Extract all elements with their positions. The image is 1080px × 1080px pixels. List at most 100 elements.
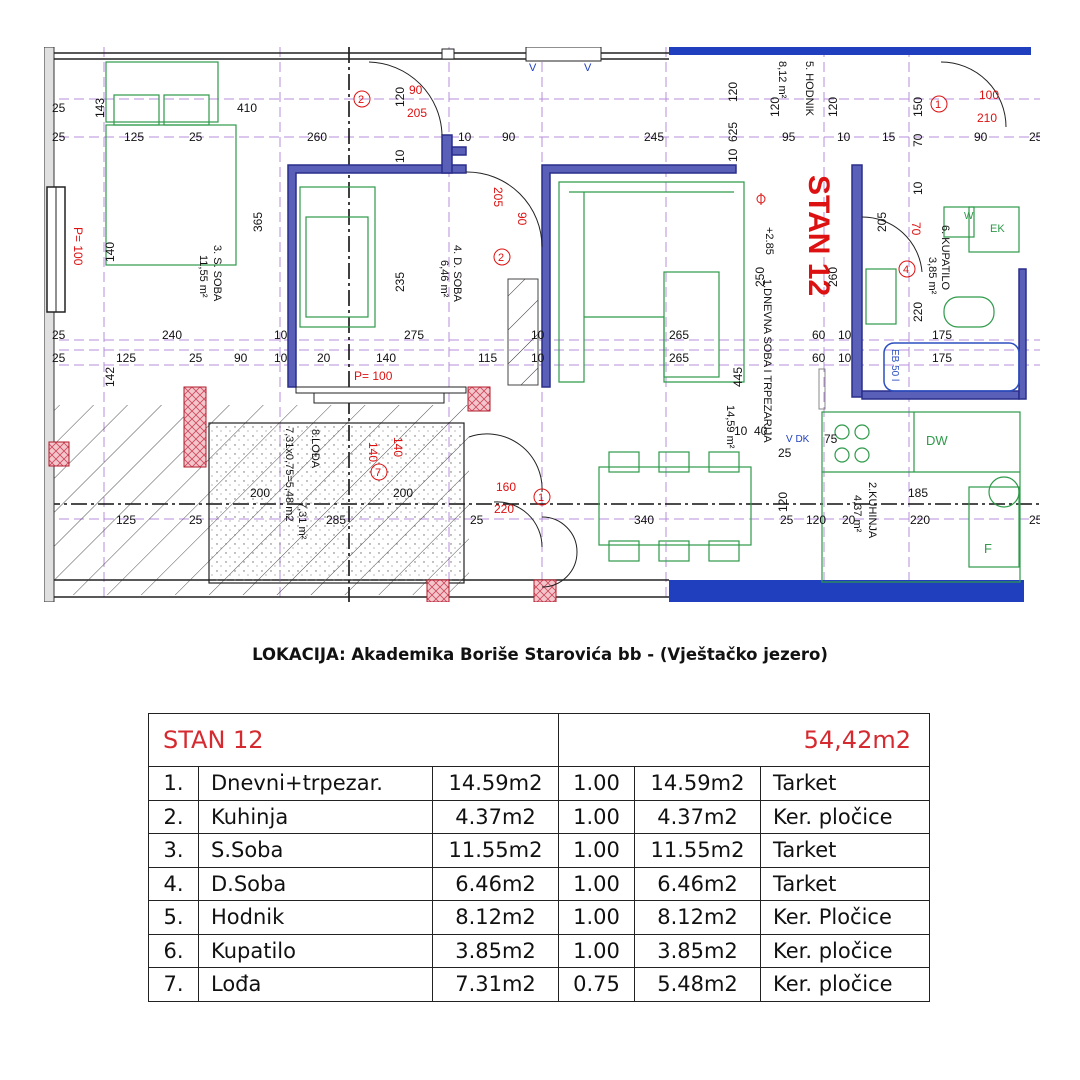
svg-text:260: 260 xyxy=(307,130,327,144)
row-coef: 1.00 xyxy=(558,833,635,868)
row-name: Kupatilo xyxy=(198,933,433,968)
row-coef: 1.00 xyxy=(558,900,635,935)
svg-text:265: 265 xyxy=(669,351,689,365)
fixture-labels: DW F EK W EB 50 l V V V DK xyxy=(529,62,1005,556)
svg-text:140: 140 xyxy=(376,351,396,365)
row-reduced: 6.46m2 xyxy=(634,866,761,901)
door-swings xyxy=(368,61,1007,588)
eb-label: EB 50 l xyxy=(889,349,900,381)
table-row: 7. Lođa 7.31m2 0.75 5.48m2 Ker. pločice xyxy=(148,967,930,1002)
svg-text:25: 25 xyxy=(52,130,66,144)
row-floor: Ker. pločice xyxy=(760,967,930,1002)
svg-text:140: 140 xyxy=(391,437,405,457)
row-floor: Tarket xyxy=(760,833,930,868)
svg-text:260: 260 xyxy=(826,267,840,287)
svg-text:2: 2 xyxy=(498,252,504,264)
top-window xyxy=(525,47,602,62)
svg-text:1: 1 xyxy=(935,99,941,111)
svg-text:25: 25 xyxy=(1029,513,1040,527)
svg-text:120: 120 xyxy=(768,97,782,117)
row-name: S.Soba xyxy=(198,833,433,868)
svg-text:205: 205 xyxy=(875,212,889,232)
svg-text:120: 120 xyxy=(393,87,407,107)
svg-text:95: 95 xyxy=(782,130,796,144)
svg-text:25: 25 xyxy=(189,351,203,365)
outer-wall-left xyxy=(44,47,55,602)
row-no: 3. xyxy=(148,833,199,868)
svg-text:120: 120 xyxy=(806,513,826,527)
svg-text:175: 175 xyxy=(932,328,952,342)
row-no: 6. xyxy=(148,933,199,968)
door-markers: 2 2 1 4 7 1 xyxy=(353,90,948,506)
bottom-blue-bar xyxy=(669,580,1024,602)
svg-text:10: 10 xyxy=(531,328,545,342)
svg-text:90: 90 xyxy=(502,130,516,144)
svg-text:125: 125 xyxy=(124,130,144,144)
svg-text:1: 1 xyxy=(538,492,544,504)
row-floor: Ker. pločice xyxy=(760,933,930,968)
svg-text:20: 20 xyxy=(842,513,856,527)
row-reduced: 8.12m2 xyxy=(634,900,761,935)
row-coef: 0.75 xyxy=(558,967,635,1002)
boiler-label: EK xyxy=(990,223,1005,235)
svg-text:15: 15 xyxy=(882,130,896,144)
row-name: Kuhinja xyxy=(198,799,433,834)
svg-text:220: 220 xyxy=(911,302,925,322)
row-area: 11.55m2 xyxy=(432,833,559,868)
svg-text:2: 2 xyxy=(358,94,364,106)
svg-text:340: 340 xyxy=(634,513,654,527)
row-no: 4. xyxy=(148,866,199,901)
svg-text:250: 250 xyxy=(753,267,767,287)
room-label-8: 8.LOĐA xyxy=(309,429,321,469)
wm-label: W xyxy=(964,211,974,222)
room-label-3: 3. S. SOBA xyxy=(211,245,223,302)
svg-text:120: 120 xyxy=(726,82,740,102)
room-area-6: 3,85 m² xyxy=(926,257,938,295)
row-reduced: 3.85m2 xyxy=(634,933,761,968)
svg-text:90: 90 xyxy=(409,83,423,97)
svg-text:+2.85: +2.85 xyxy=(763,227,775,255)
row-coef: 1.00 xyxy=(558,799,635,834)
svg-text:285: 285 xyxy=(326,513,346,527)
row-area: 7.31m2 xyxy=(432,967,559,1002)
svg-text:410: 410 xyxy=(237,101,257,115)
row-reduced: 11.55m2 xyxy=(634,833,761,868)
svg-text:245: 245 xyxy=(644,130,664,144)
room-label-2: 2.KUHINJA xyxy=(866,482,878,539)
svg-text:240: 240 xyxy=(162,328,182,342)
svg-text:220: 220 xyxy=(494,502,514,516)
svg-text:25: 25 xyxy=(52,101,66,115)
svg-text:10: 10 xyxy=(838,351,852,365)
svg-text:60: 60 xyxy=(812,351,826,365)
svg-text:10: 10 xyxy=(911,181,925,195)
svg-text:20: 20 xyxy=(317,351,331,365)
svg-text:10: 10 xyxy=(837,130,851,144)
room-area-3: 11,55 m² xyxy=(197,255,209,298)
svg-text:120: 120 xyxy=(826,97,840,117)
svg-text:445: 445 xyxy=(731,367,745,387)
row-reduced: 14.59m2 xyxy=(634,766,761,801)
loggia-tiles xyxy=(209,423,464,583)
svg-text:115: 115 xyxy=(478,351,497,365)
svg-text:100: 100 xyxy=(979,88,999,102)
row-area: 8.12m2 xyxy=(432,900,559,935)
room-label-6: 6. KUPATILO xyxy=(939,225,951,290)
svg-text:175: 175 xyxy=(932,351,952,365)
svg-text:140: 140 xyxy=(366,442,380,462)
svg-text:275: 275 xyxy=(404,328,424,342)
location-caption: LOKACIJA: Akademika Boriše Starovića bb … xyxy=(252,645,828,664)
svg-text:90: 90 xyxy=(234,351,248,365)
room-label-4: 4. D. SOBA xyxy=(451,245,463,303)
table-row: 1. Dnevni+trpezar. 14.59m2 1.00 14.59m2 … xyxy=(148,766,930,801)
svg-text:10: 10 xyxy=(274,328,288,342)
top-blue-bar xyxy=(669,47,1031,55)
svg-text:70: 70 xyxy=(911,133,925,147)
svg-text:60: 60 xyxy=(812,328,826,342)
furniture xyxy=(105,61,1021,583)
room-area-4: 6,46 m² xyxy=(438,260,450,298)
svg-text:25: 25 xyxy=(470,513,484,527)
row-no: 7. xyxy=(148,967,199,1002)
dimensions: 25 410 25 125 25 260 10 90 245 95 10 15 … xyxy=(52,83,1040,527)
svg-text:25: 25 xyxy=(778,446,792,460)
svg-text:90: 90 xyxy=(515,212,529,226)
